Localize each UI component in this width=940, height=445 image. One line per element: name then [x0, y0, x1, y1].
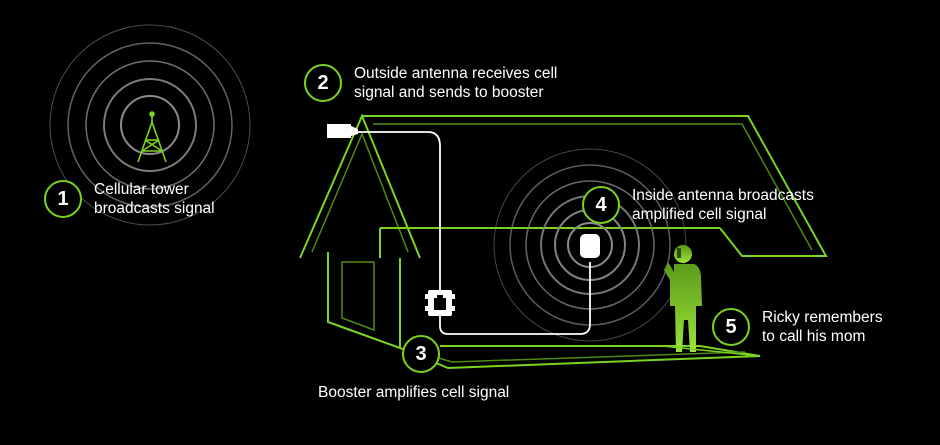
step-1-line-2: broadcasts signal — [94, 200, 215, 217]
step-4-label: Inside antenna broadcasts amplified cell… — [632, 186, 814, 224]
step-1-badge: 1 — [44, 180, 82, 218]
tower-signal-rings — [49, 24, 251, 226]
step-1-line-1: Cellular tower — [94, 181, 189, 198]
porch-edge — [661, 345, 761, 357]
step-2-line-2: signal and sends to booster — [354, 84, 544, 101]
step-3-label: Booster amplifies cell signal — [318, 383, 509, 402]
step-1-label: Cellular tower broadcasts signal — [94, 180, 215, 218]
step-5-badge: 5 — [712, 308, 750, 346]
step-2: 2 Outside antenna receives cell signal a… — [304, 64, 557, 102]
cell-tower-icon — [137, 111, 167, 163]
coax-cables — [352, 131, 591, 335]
step-3-badge: 3 — [402, 335, 440, 373]
step-5-line-2: to call his mom — [762, 328, 866, 345]
step-2-label: Outside antenna receives cell signal and… — [354, 64, 557, 102]
step-1: 1 Cellular tower broadcasts signal — [44, 180, 215, 218]
inside-antenna-icon — [580, 234, 600, 258]
step-4-line-1: Inside antenna broadcasts — [632, 187, 814, 204]
step-5: 5 Ricky remembers to call his mom — [712, 308, 883, 346]
step-5-line-1: Ricky remembers — [762, 309, 883, 326]
step-3: 3 — [402, 335, 440, 373]
step-4-line-2: amplified cell signal — [632, 206, 767, 223]
step-4: 4 Inside antenna broadcasts amplified ce… — [582, 186, 814, 224]
step-2-badge: 2 — [304, 64, 342, 102]
outside-antenna-icon — [327, 124, 358, 138]
step-5-label: Ricky remembers to call his mom — [762, 308, 883, 346]
booster-icon — [425, 290, 455, 316]
person-on-phone-icon — [664, 245, 702, 352]
step-2-line-1: Outside antenna receives cell — [354, 65, 558, 82]
step-3-line-1: Booster amplifies cell signal — [318, 384, 510, 401]
step-4-badge: 4 — [582, 186, 620, 224]
